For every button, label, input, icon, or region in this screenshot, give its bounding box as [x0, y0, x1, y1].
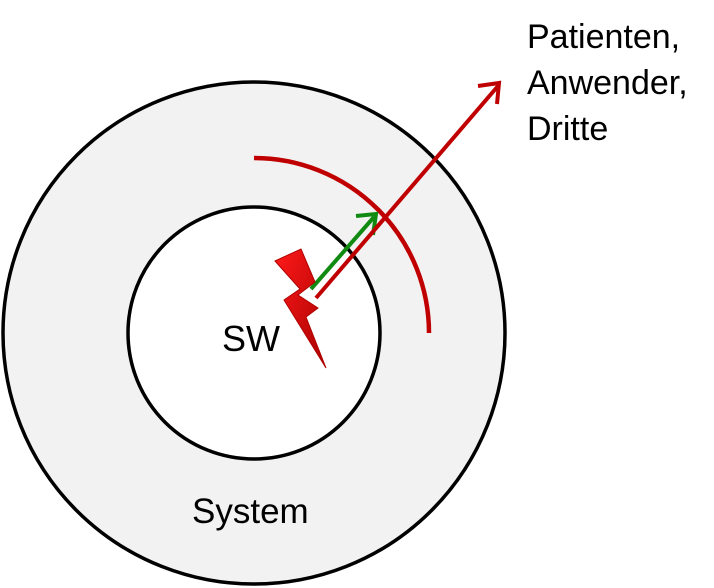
affected-party-users: Anwender, — [527, 64, 688, 102]
boundary-arc — [253, 155, 432, 334]
sw-label: SW — [222, 318, 280, 359]
lightning-icon — [274, 248, 327, 369]
affected-party-patients: Patienten, — [527, 18, 681, 56]
affected-parties-label: Patienten, Anwender, Dritte — [527, 14, 688, 152]
red-arrow — [314, 80, 502, 300]
sw-circle — [126, 205, 382, 461]
affected-party-third-parties: Dritte — [527, 110, 609, 148]
system-label: System — [192, 492, 309, 531]
